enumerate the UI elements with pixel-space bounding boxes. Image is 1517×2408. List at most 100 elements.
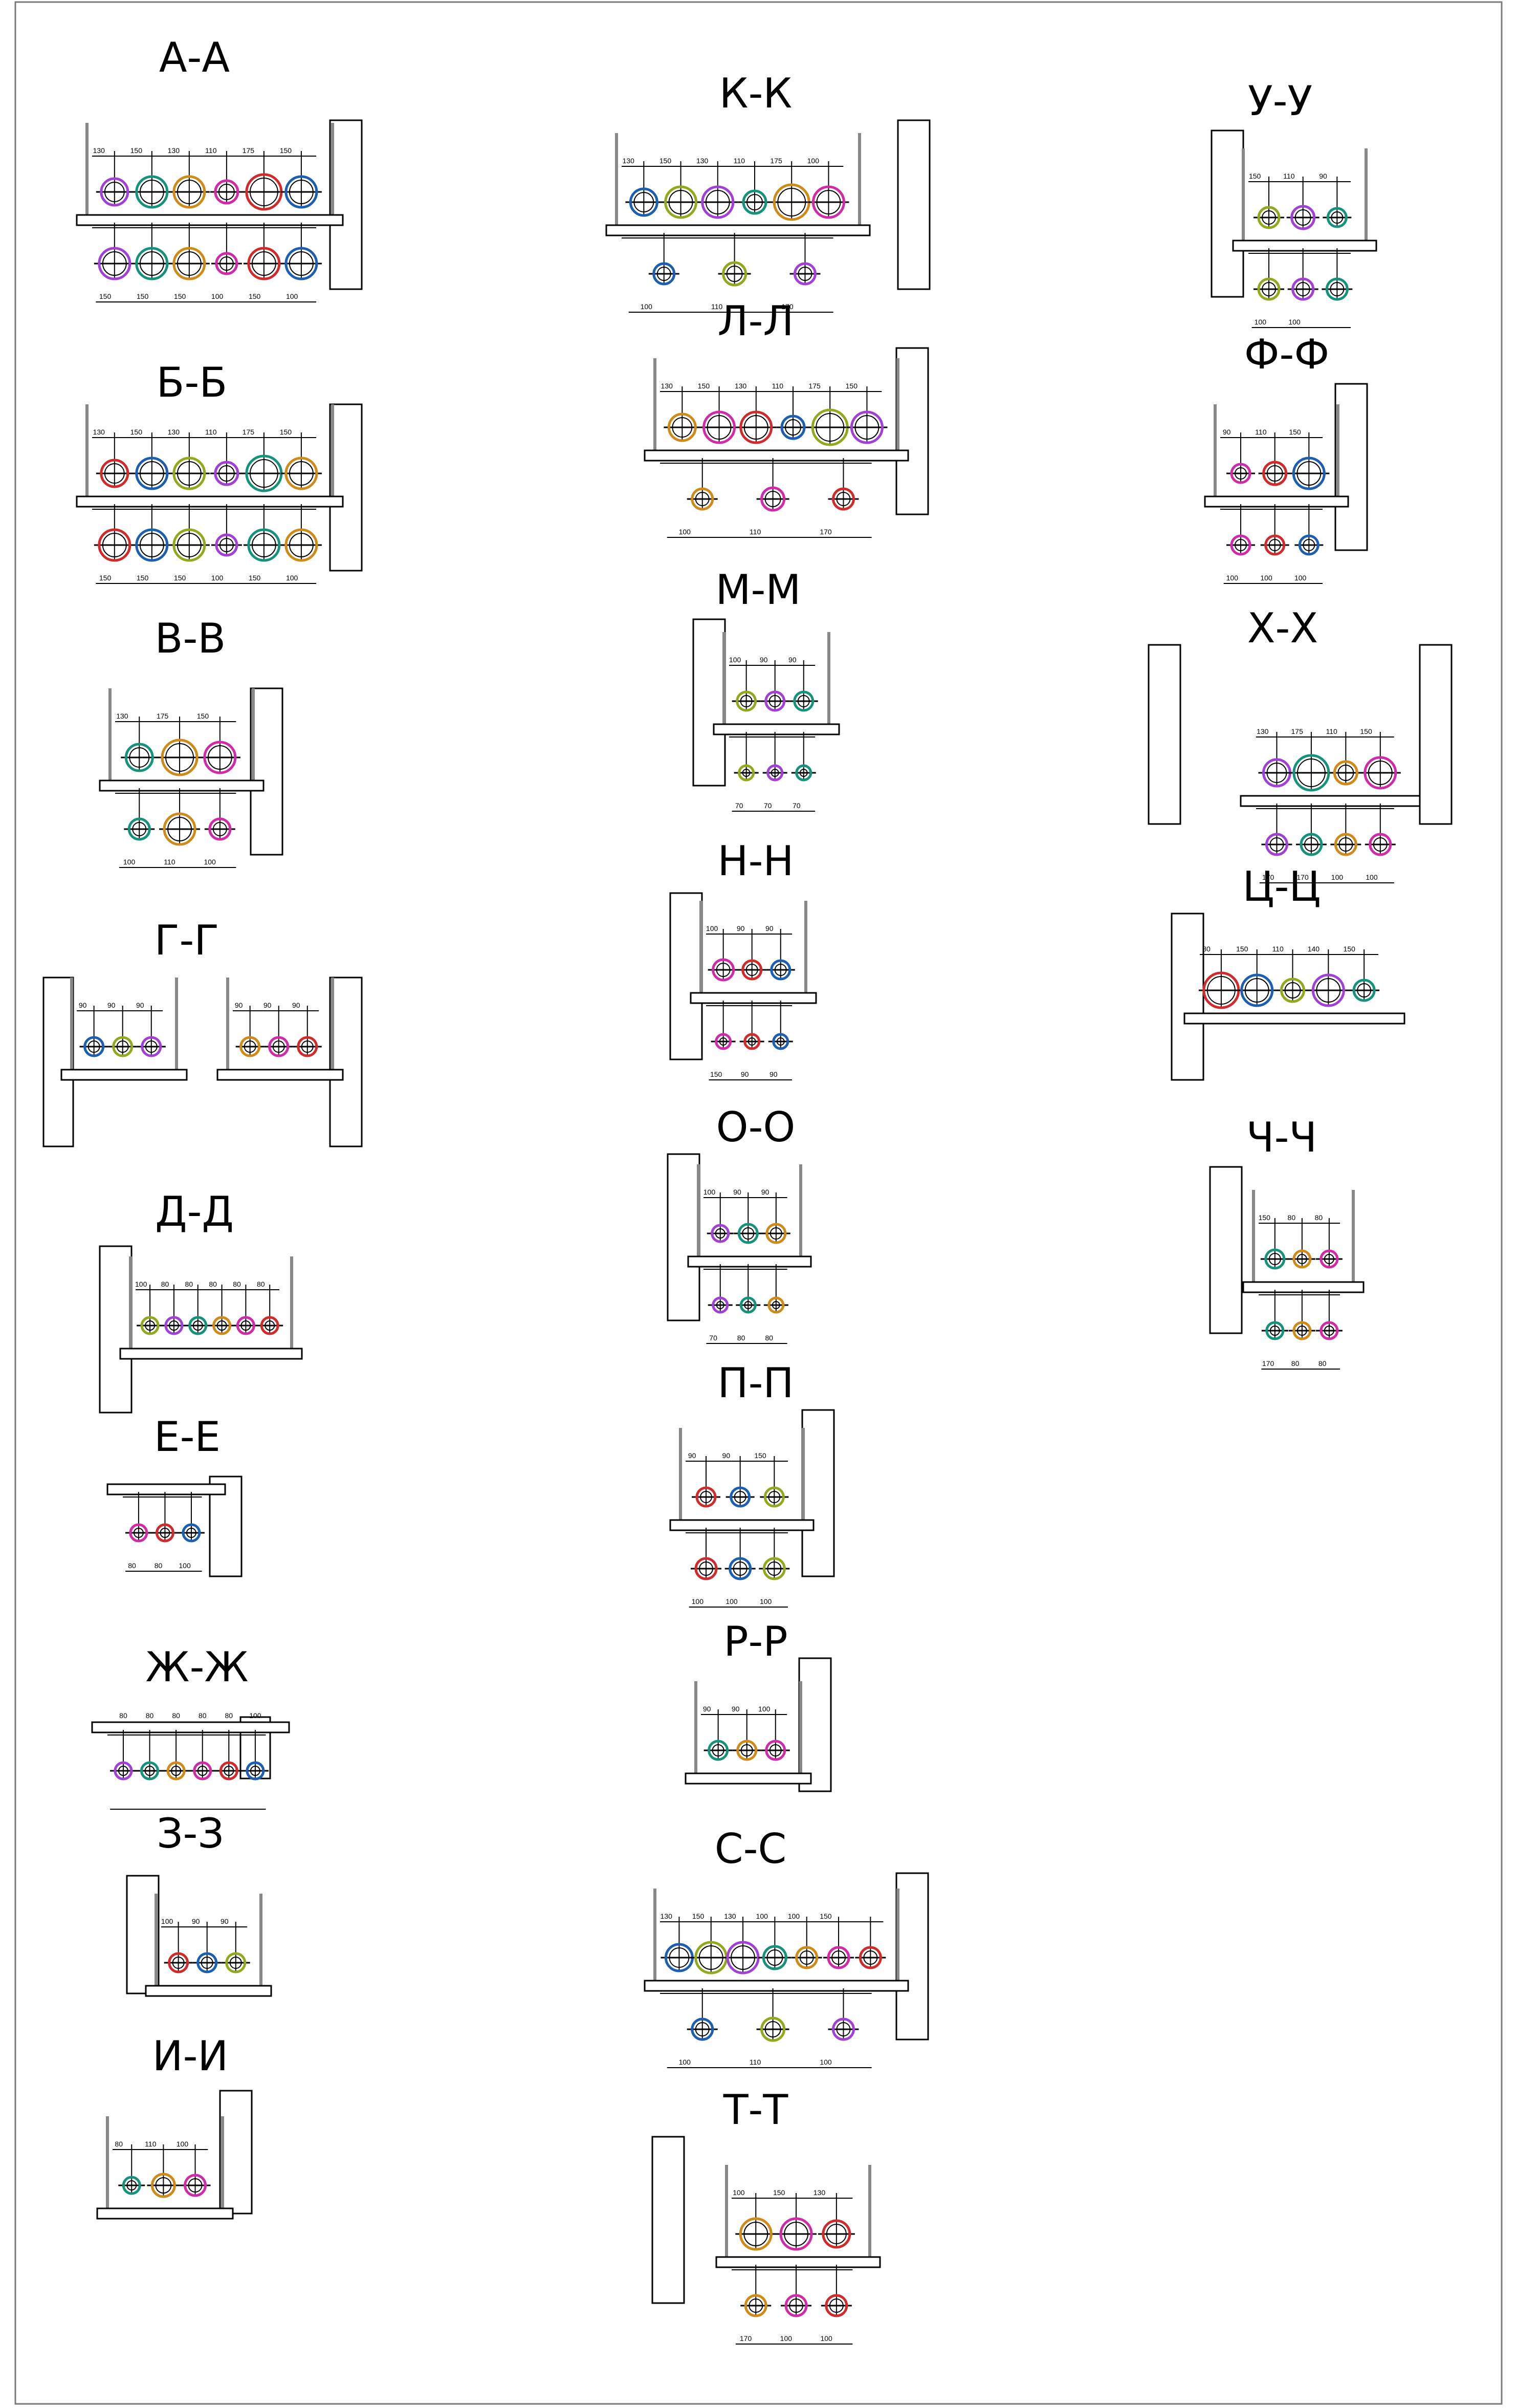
- pipe-inner: [145, 1320, 156, 1331]
- pipe-inner: [770, 1227, 782, 1240]
- pipe: [712, 958, 735, 982]
- dimension-label: 90: [292, 1001, 300, 1009]
- pipe: [859, 1946, 882, 1969]
- pipe-inner: [633, 192, 654, 212]
- pipe: [135, 528, 169, 562]
- pipe: [260, 1316, 279, 1335]
- pipe-inner: [764, 2021, 781, 2037]
- pipe-inner: [1303, 539, 1315, 551]
- pipe: [1326, 207, 1348, 228]
- dimension-label: 100: [1294, 574, 1307, 582]
- dimension-label: 70: [793, 801, 801, 810]
- dimension-label: 150: [137, 574, 149, 582]
- section-title: А-А: [159, 34, 230, 81]
- dimension-label: 90: [770, 1070, 778, 1078]
- pipe-inner: [250, 1766, 260, 1776]
- pipe: [1320, 1321, 1339, 1340]
- pipe-inner: [769, 1744, 782, 1756]
- dimension-label: 110: [1272, 945, 1284, 953]
- pipe-inner: [836, 492, 851, 506]
- pipe: [763, 1486, 785, 1508]
- pipe: [268, 1036, 290, 1057]
- pipe-inner: [207, 745, 232, 770]
- pipe-inner: [104, 182, 125, 202]
- pipe-inner: [742, 769, 751, 777]
- pipe: [739, 1296, 757, 1314]
- dimension-label: 110: [1255, 428, 1267, 436]
- dimension-label: 150: [659, 157, 672, 165]
- wall-column: [42, 977, 74, 1147]
- support-beam: [96, 2207, 234, 2220]
- pipe: [114, 1761, 133, 1781]
- pipe-inner: [219, 256, 234, 271]
- dimension-label: 100: [641, 302, 653, 311]
- dimension-label: 100: [1331, 873, 1344, 881]
- section-title: З-З: [157, 1810, 224, 1857]
- section-title: Х-Х: [1247, 604, 1318, 652]
- dimension-label: 90: [221, 1917, 229, 1925]
- dimension-label: 100: [725, 1597, 738, 1606]
- pipe: [1257, 206, 1281, 229]
- dimension-label: 100: [1288, 318, 1301, 326]
- pipe: [247, 528, 281, 562]
- wall-column: [669, 892, 703, 1060]
- dimension-label: 100: [123, 858, 136, 866]
- support-beam: [76, 214, 344, 226]
- pipe-inner: [1284, 982, 1301, 999]
- section-title: Т-Т: [723, 2086, 789, 2134]
- section-title: Ц-Ц: [1242, 863, 1321, 910]
- pipe: [1280, 978, 1306, 1003]
- pipe-inner: [102, 251, 127, 276]
- pipe-inner: [289, 461, 314, 486]
- pipe: [742, 189, 767, 215]
- pipe: [100, 177, 129, 207]
- pipe-inner: [719, 1037, 728, 1046]
- pipe-inner: [656, 267, 671, 281]
- pipe: [1264, 534, 1286, 556]
- pipe-inner: [766, 1949, 783, 1966]
- pipe: [1300, 833, 1323, 856]
- dimension-label: 150: [692, 1912, 705, 1920]
- pipe-inner: [289, 533, 314, 557]
- dimension-label: 130: [93, 428, 105, 436]
- section-title: Е-Е: [154, 1413, 221, 1461]
- section-title: П-П: [717, 1359, 794, 1407]
- section-title: В-В: [155, 615, 226, 662]
- wall-column: [692, 618, 726, 787]
- pipe: [203, 741, 237, 774]
- dimension-label: 90: [107, 1001, 116, 1009]
- pipe: [172, 528, 206, 562]
- pipe-inner: [797, 695, 810, 707]
- pipe: [135, 247, 169, 280]
- pipe: [1257, 277, 1281, 301]
- pipe-inner: [716, 1301, 724, 1309]
- support-beam: [715, 2256, 881, 2268]
- pipe: [1333, 760, 1358, 786]
- dimension-label: 170: [1296, 873, 1309, 881]
- dimension-label: 80: [765, 1334, 773, 1342]
- wall-column: [1419, 644, 1453, 825]
- pipe: [738, 764, 755, 782]
- dimension-label: 90: [737, 924, 745, 932]
- pipe-inner: [168, 1320, 179, 1331]
- wall-column: [329, 403, 363, 572]
- dimension-label: 100: [177, 2140, 189, 2148]
- pipe-inner: [799, 1950, 814, 1965]
- pipe-inner: [746, 194, 763, 210]
- dimension-label: 110: [1283, 172, 1295, 180]
- dimension-label: 150: [99, 292, 112, 300]
- pipe: [831, 487, 855, 511]
- pipe: [1298, 534, 1320, 556]
- pipe-inner: [1357, 983, 1372, 997]
- pipe: [214, 461, 239, 486]
- dimension-label: 80: [119, 1711, 127, 1720]
- dimension-label: 150: [710, 1070, 722, 1078]
- pipe-inner: [726, 266, 743, 282]
- pipe-inner: [836, 2022, 851, 2036]
